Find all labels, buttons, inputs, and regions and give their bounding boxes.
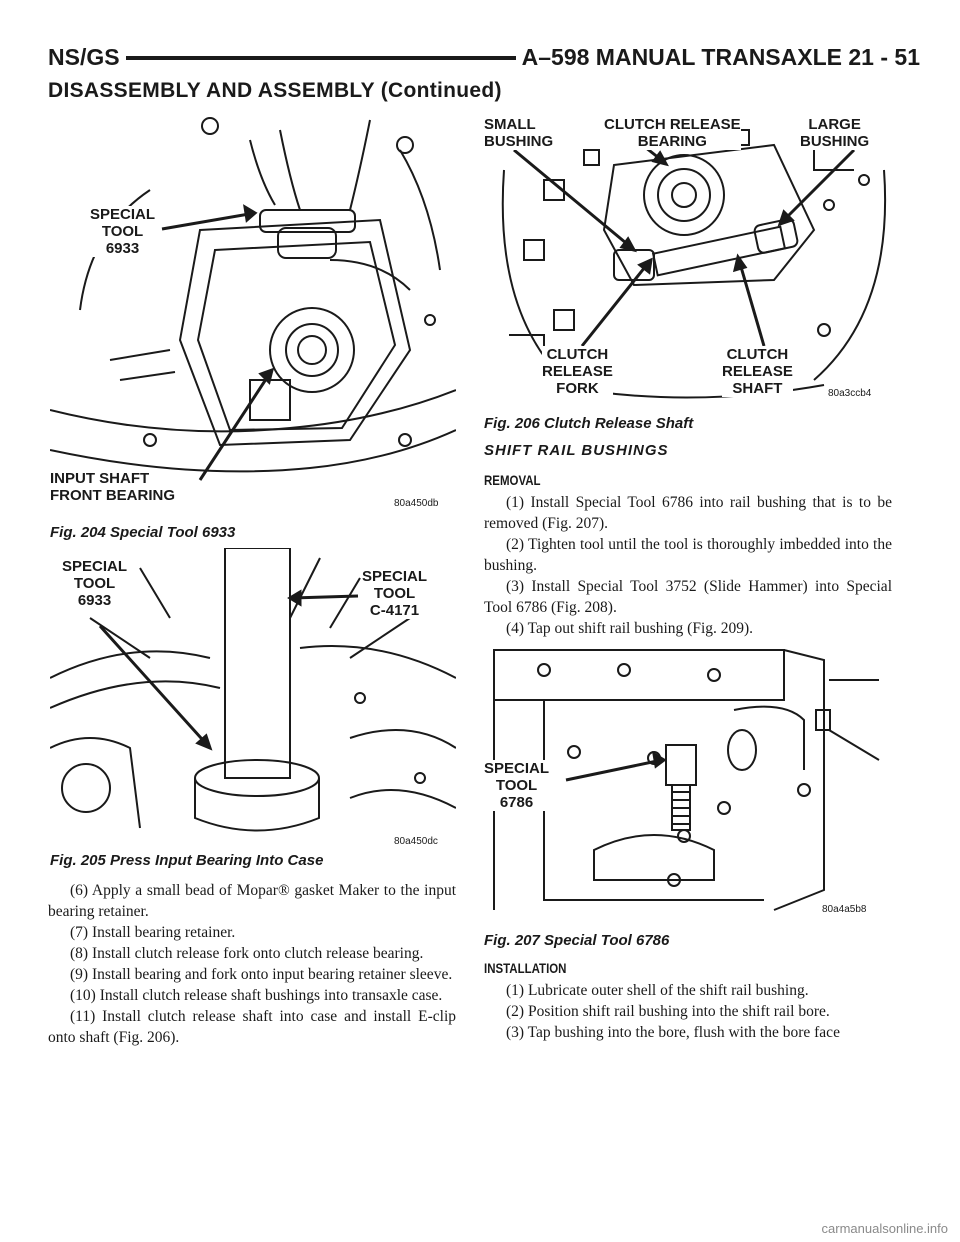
callout-input-shaft-front-bearing: INPUT SHAFT FRONT BEARING bbox=[50, 470, 175, 504]
callout-clutch-release-shaft: CLUTCH RELEASE SHAFT bbox=[722, 346, 793, 397]
figure-code: 80a3ccb4 bbox=[828, 388, 872, 399]
removal-steps: (1) Install Special Tool 6786 into rail … bbox=[484, 492, 892, 639]
figure-204-illustration bbox=[50, 117, 456, 488]
callout-special-tool-6933: SPECIAL TOOL 6933 bbox=[90, 206, 156, 257]
callout-clutch-release-bearing: CLUTCH RELEASE BEARING bbox=[604, 116, 741, 150]
left-steps: (6) Apply a small bead of Mopar® gasket … bbox=[48, 880, 456, 1048]
callout-special-tool-6933-left: SPECIAL TOOL 6933 bbox=[62, 558, 128, 609]
figure-207-caption: Fig. 207 Special Tool 6786 bbox=[484, 932, 670, 949]
watermark: carmanualsonline.info bbox=[821, 1221, 948, 1236]
callout-small-bushing: SMALL BUSHING bbox=[484, 116, 554, 150]
figure-207: SPECIAL TOOL 6786 80a4a5b8 bbox=[484, 640, 890, 918]
installation-steps: (1) Lubricate outer shell of the shift r… bbox=[484, 980, 892, 1043]
figure-205: SPECIAL TOOL 6933 SPECIAL TOOL C-4171 80… bbox=[50, 548, 456, 848]
step-item: (9) Install bearing and fork onto input … bbox=[70, 966, 453, 983]
figure-205-illustration bbox=[50, 548, 456, 832]
figure-207-illustration bbox=[493, 649, 880, 911]
header-rule bbox=[110, 56, 590, 60]
step-item: (10) Install clutch release shaft bushin… bbox=[70, 987, 443, 1004]
figure-code: 80a450db bbox=[394, 498, 439, 509]
figure-206-illustration bbox=[501, 129, 887, 399]
figure-code: 80a4a5b8 bbox=[822, 904, 867, 915]
step-item: (1) Install Special Tool 6786 into rail … bbox=[484, 494, 892, 532]
section-continued-title: DISASSEMBLY AND ASSEMBLY (Continued) bbox=[48, 79, 502, 102]
step-item: (4) Tap out shift rail bushing (Fig. 209… bbox=[506, 620, 754, 637]
step-item: (1) Lubricate outer shell of the shift r… bbox=[506, 982, 809, 999]
step-item: (3) Install Special Tool 3752 (Slide Ham… bbox=[484, 578, 892, 616]
figure-206: SMALL BUSHING CLUTCH RELEASE BEARING LAR… bbox=[484, 110, 890, 402]
callout-special-tool-6786: SPECIAL TOOL 6786 bbox=[484, 760, 550, 811]
step-item: (3) Tap bushing into the bore, flush wit… bbox=[506, 1024, 840, 1041]
figure-204-caption: Fig. 204 Special Tool 6933 bbox=[50, 524, 236, 541]
step-item: (7) Install bearing retainer. bbox=[70, 924, 236, 941]
callout-special-tool-c4171: SPECIAL TOOL C-4171 bbox=[362, 568, 428, 619]
step-item: (6) Apply a small bead of Mopar® gasket … bbox=[48, 882, 456, 920]
page-header: NS/GS A–598 MANUAL TRANSAXLE 21 - 51 bbox=[48, 36, 920, 76]
installation-title: INSTALLATION bbox=[484, 960, 567, 976]
step-item: (8) Install clutch release fork onto clu… bbox=[70, 945, 424, 962]
callout-clutch-release-fork: CLUTCH RELEASE FORK bbox=[542, 346, 613, 397]
section-title: SHIFT RAIL BUSHINGS bbox=[484, 442, 669, 459]
removal-title: REMOVAL bbox=[484, 472, 541, 488]
step-item: (11) Install clutch release shaft into c… bbox=[48, 1008, 456, 1046]
figure-205-caption: Fig. 205 Press Input Bearing Into Case bbox=[50, 852, 324, 869]
callout-large-bushing: LARGE BUSHING bbox=[800, 116, 870, 150]
header-model: NS/GS bbox=[48, 44, 126, 71]
figure-204: SPECIAL TOOL 6933 INPUT SHAFT FRONT BEAR… bbox=[50, 110, 456, 510]
figure-code: 80a450dc bbox=[394, 836, 438, 847]
step-item: (2) Position shift rail bushing into the… bbox=[506, 1003, 830, 1020]
figure-206-caption: Fig. 206 Clutch Release Shaft bbox=[484, 415, 694, 432]
header-section-page: A–598 MANUAL TRANSAXLE 21 - 51 bbox=[515, 44, 920, 71]
step-item: (2) Tighten tool until the tool is thoro… bbox=[484, 536, 892, 574]
